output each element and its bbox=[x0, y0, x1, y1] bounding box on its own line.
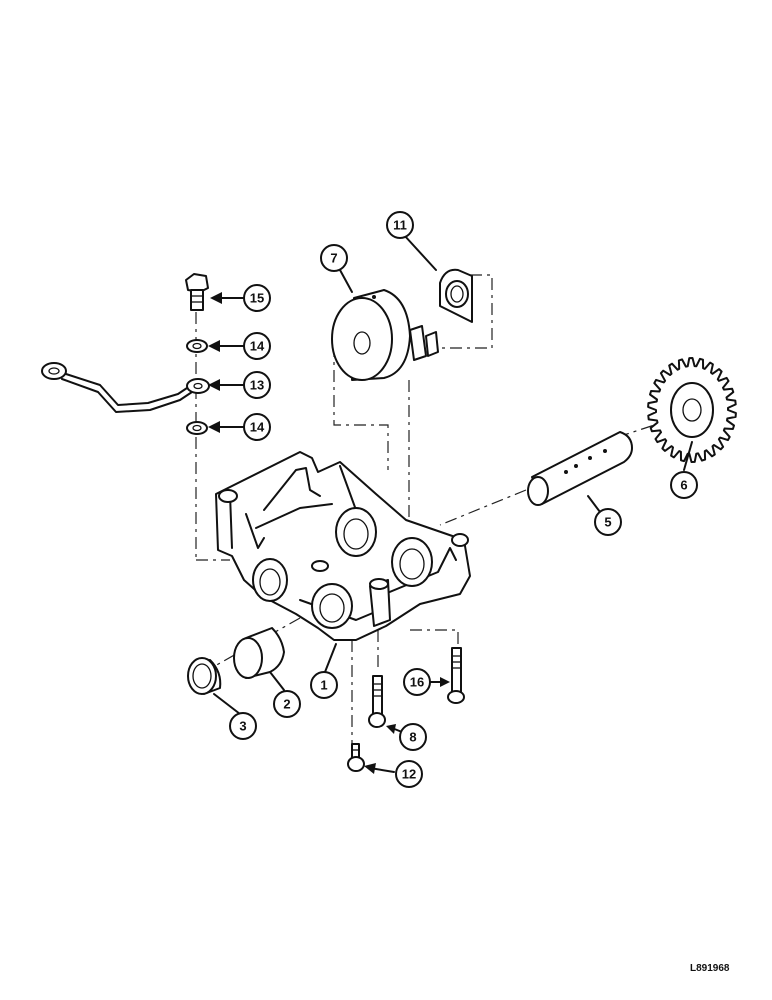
bolt-part-15 bbox=[185, 273, 209, 311]
callout-1: 1 bbox=[310, 671, 338, 699]
callout-5: 5 bbox=[594, 508, 622, 536]
svg-text:5: 5 bbox=[604, 515, 611, 530]
callout-14-upper: 14 bbox=[243, 332, 271, 360]
callout-12: 12 bbox=[395, 760, 423, 788]
svg-text:8: 8 bbox=[409, 730, 416, 745]
callout-8: 8 bbox=[399, 723, 427, 751]
svg-text:14: 14 bbox=[250, 339, 265, 354]
pump-body-part-1 bbox=[215, 451, 471, 641]
svg-text:6: 6 bbox=[680, 478, 687, 493]
seal-part-3 bbox=[187, 657, 222, 695]
sprocket-part-6 bbox=[647, 357, 737, 463]
washer-part-14-upper bbox=[186, 339, 208, 353]
svg-text:1: 1 bbox=[320, 678, 327, 693]
oil-pipe-part-13 bbox=[41, 362, 210, 413]
callout-14-lower: 14 bbox=[243, 413, 271, 441]
plate-part-11 bbox=[439, 268, 473, 323]
washer-part-14-lower bbox=[186, 421, 208, 435]
drawing-reference-code: L891968 bbox=[690, 963, 730, 974]
callout-16: 16 bbox=[403, 668, 431, 696]
callout-6: 6 bbox=[670, 471, 698, 499]
svg-text:13: 13 bbox=[250, 378, 264, 393]
svg-text:16: 16 bbox=[410, 675, 424, 690]
rotor-part-7 bbox=[331, 289, 439, 381]
screw-part-12 bbox=[347, 743, 365, 772]
svg-text:2: 2 bbox=[283, 697, 290, 712]
bolt-part-8 bbox=[368, 675, 386, 728]
bolt-part-16 bbox=[447, 647, 465, 704]
svg-text:12: 12 bbox=[402, 767, 416, 782]
svg-text:14: 14 bbox=[250, 420, 265, 435]
svg-text:3: 3 bbox=[239, 719, 246, 734]
shaft-part-5 bbox=[527, 431, 633, 506]
callout-11: 11 bbox=[386, 211, 414, 239]
callout-7: 7 bbox=[320, 244, 348, 272]
callout-13: 13 bbox=[243, 371, 271, 399]
callout-15: 15 bbox=[243, 284, 271, 312]
bushing-part-2 bbox=[233, 627, 285, 679]
leader-lines bbox=[208, 234, 693, 774]
svg-text:11: 11 bbox=[393, 218, 407, 233]
callout-2: 2 bbox=[273, 690, 301, 718]
svg-text:15: 15 bbox=[250, 291, 264, 306]
callout-3: 3 bbox=[229, 712, 257, 740]
svg-text:7: 7 bbox=[330, 251, 337, 266]
